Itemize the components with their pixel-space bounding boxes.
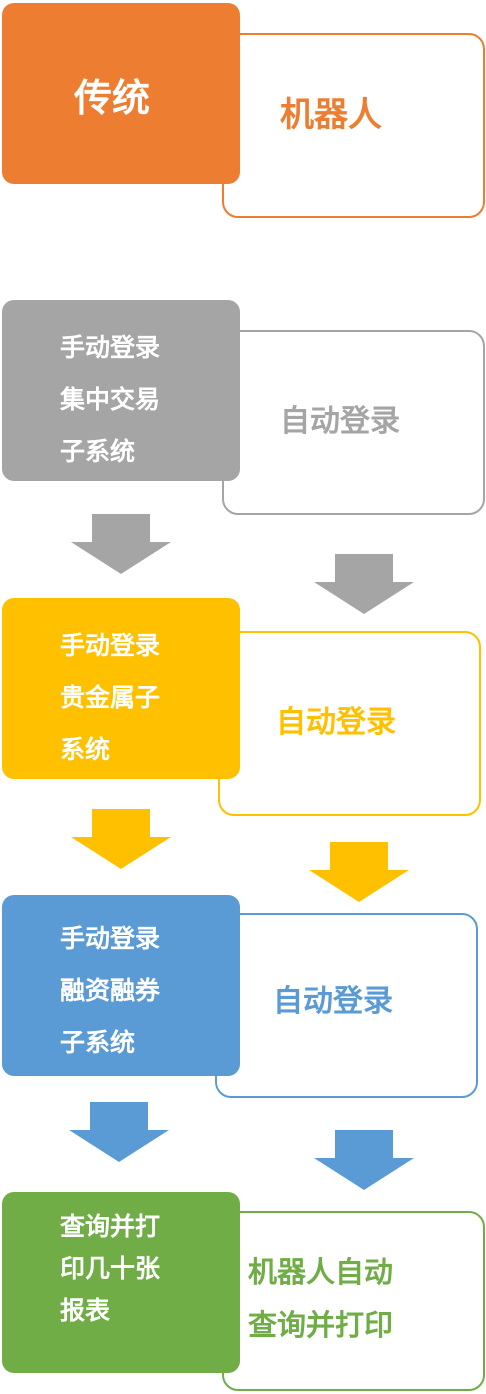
robot-query-box: 机器人自动 查询并打印 xyxy=(222,1211,485,1391)
down-arrow-icon xyxy=(71,809,171,869)
down-arrow-icon xyxy=(314,1130,414,1190)
down-arrow-icon xyxy=(69,1102,169,1162)
manual-step-line: 查询并打 xyxy=(60,1212,161,1241)
traditional-header-label: 传统 xyxy=(74,76,151,120)
auto-login-label-1: 自动登录 xyxy=(280,404,400,439)
robot-query-text: 机器人自动 查询并打印 xyxy=(248,1246,393,1352)
manual-query-box: 查询并打 印几十张 报表 xyxy=(2,1192,240,1373)
robot-header-box: 机器人 xyxy=(222,33,485,218)
auto-login-label-3: 自动登录 xyxy=(273,984,393,1019)
manual-step-line: 手动登录 xyxy=(60,631,161,660)
manual-step-box-3: 手动登录 融资融券 子系统 xyxy=(2,895,240,1076)
down-arrow-icon xyxy=(314,554,414,614)
manual-step-text-1: 手动登录 集中交易 子系统 xyxy=(60,322,160,478)
manual-step-line: 集中交易 xyxy=(60,385,161,414)
auto-login-box-2: 自动登录 xyxy=(218,631,481,816)
manual-step-line: 融资融券 xyxy=(60,976,161,1005)
down-arrow-icon xyxy=(71,514,171,574)
manual-step-line: 贵金属子 xyxy=(60,683,161,712)
auto-login-label-2: 自动登录 xyxy=(276,705,396,740)
manual-step-text-2: 手动登录 贵金属子 系统 xyxy=(60,620,160,776)
manual-step-line: 手动登录 xyxy=(60,333,161,362)
manual-step-line: 印几十张 xyxy=(60,1254,161,1283)
robot-header-label: 机器人 xyxy=(280,95,382,135)
auto-login-box-3: 自动登录 xyxy=(215,913,478,1098)
manual-step-line: 系统 xyxy=(60,735,111,764)
down-arrow-icon xyxy=(309,842,409,902)
manual-step-line: 报表 xyxy=(60,1296,111,1325)
traditional-header-box: 传统 xyxy=(2,3,240,184)
manual-step-text-3: 手动登录 融资融券 子系统 xyxy=(60,913,160,1069)
auto-login-box-1: 自动登录 xyxy=(222,330,485,515)
manual-step-box-1: 手动登录 集中交易 子系统 xyxy=(2,300,240,481)
robot-query-line: 机器人自动 xyxy=(248,1255,394,1289)
manual-step-line: 子系统 xyxy=(60,1028,136,1057)
manual-query-text: 查询并打 印几十张 报表 xyxy=(60,1206,160,1332)
manual-step-box-2: 手动登录 贵金属子 系统 xyxy=(2,598,240,779)
robot-query-line: 查询并打印 xyxy=(248,1308,394,1342)
manual-step-line: 手动登录 xyxy=(60,924,161,953)
manual-step-line: 子系统 xyxy=(60,437,136,466)
